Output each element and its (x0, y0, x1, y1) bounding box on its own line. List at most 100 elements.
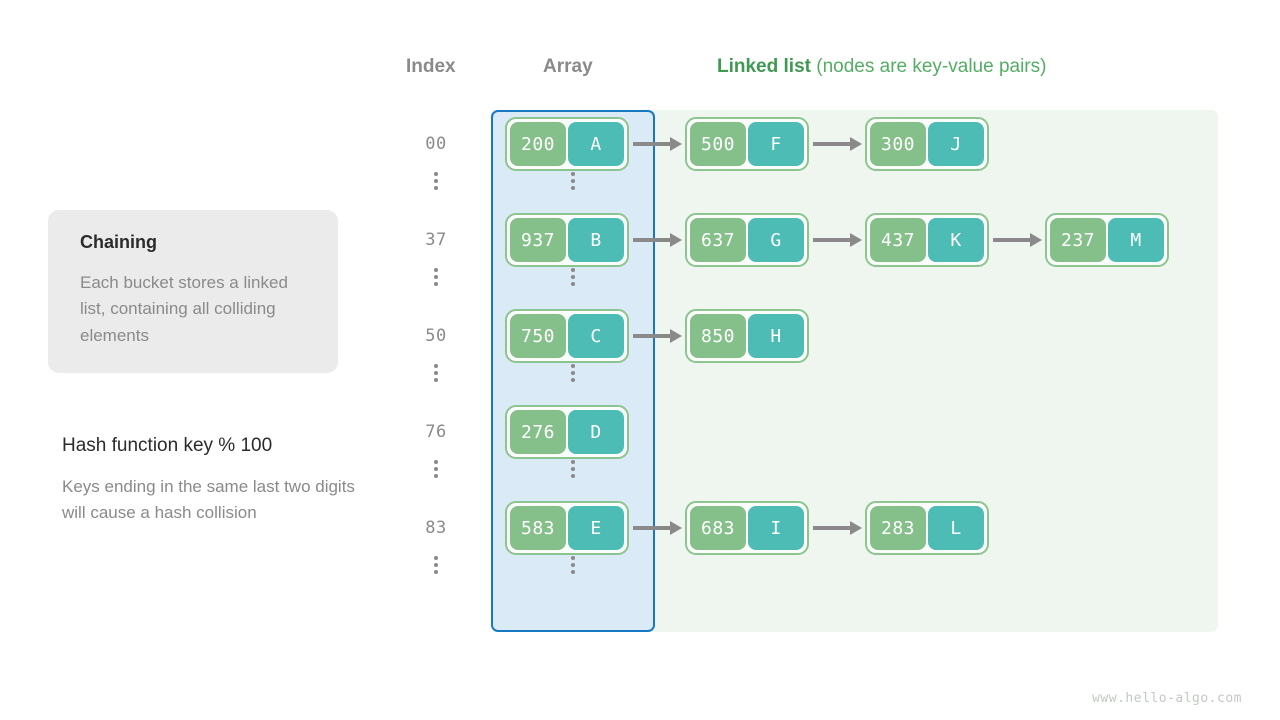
array-ellipsis (563, 268, 583, 286)
array-ellipsis (563, 556, 583, 574)
ellipsis-dot (571, 378, 575, 382)
header-linked-list: Linked list (nodes are key-value pairs) (717, 56, 1046, 78)
node-value: I (748, 506, 804, 550)
node-value: D (568, 410, 624, 454)
node-key: 683 (690, 506, 746, 550)
node-key: 583 (510, 506, 566, 550)
arrow-shaft (633, 238, 671, 242)
next-pointer-arrow-icon (629, 329, 685, 343)
node-value: C (568, 314, 624, 358)
arrow-head (670, 329, 682, 343)
ellipsis-dot (434, 364, 438, 368)
ellipsis-dot (571, 268, 575, 272)
ellipsis-dot (571, 556, 575, 560)
index-ellipsis (426, 364, 446, 382)
ellipsis-dot (434, 378, 438, 382)
header-linked-list-note: (nodes are key-value pairs) (810, 56, 1047, 77)
next-pointer-arrow-icon (629, 137, 685, 151)
header-index: Index (406, 56, 456, 77)
ellipsis-dot (571, 179, 575, 183)
ellipsis-row (0, 556, 1280, 590)
arrow-shaft (813, 238, 851, 242)
ellipsis-dot (434, 474, 438, 478)
arrow-head (850, 233, 862, 247)
ellipsis-dot (571, 570, 575, 574)
array-ellipsis (563, 364, 583, 382)
ellipsis-dot (434, 460, 438, 464)
node-key: 300 (870, 122, 926, 166)
ellipsis-dot (434, 268, 438, 272)
ellipsis-row (0, 364, 1280, 398)
ellipsis-dot (571, 282, 575, 286)
arrow-shaft (993, 238, 1031, 242)
arrow-shaft (633, 334, 671, 338)
ellipsis-dot (571, 371, 575, 375)
hash-function-note: Hash function key % 100 Keys ending in t… (62, 435, 362, 527)
node-value: M (1108, 218, 1164, 262)
node-value: L (928, 506, 984, 550)
bucket-index-label: 00 (425, 134, 447, 154)
ellipsis-dot (434, 570, 438, 574)
chaining-info-card: Chaining Each bucket stores a linked lis… (48, 210, 338, 374)
ellipsis-dot (434, 172, 438, 176)
node-value: E (568, 506, 624, 550)
bucket-index-label: 76 (425, 422, 447, 442)
node-key: 750 (510, 314, 566, 358)
node-key: 200 (510, 122, 566, 166)
chaining-card-body: Each bucket stores a linked list, contai… (80, 273, 288, 345)
next-pointer-arrow-icon (809, 137, 865, 151)
arrow-head (670, 137, 682, 151)
ellipsis-dot (434, 467, 438, 471)
arrow-shaft (633, 142, 671, 146)
node-key: 637 (690, 218, 746, 262)
ellipsis-dot (434, 275, 438, 279)
index-ellipsis (426, 172, 446, 190)
ellipsis-row (0, 268, 1280, 302)
next-pointer-arrow-icon (629, 521, 685, 535)
bucket-index-label: 83 (425, 518, 447, 538)
node-key: 850 (690, 314, 746, 358)
array-ellipsis (563, 172, 583, 190)
node-value: H (748, 314, 804, 358)
bucket-index-label: 37 (425, 230, 447, 250)
ellipsis-dot (434, 179, 438, 183)
index-ellipsis (426, 268, 446, 286)
array-ellipsis (563, 460, 583, 478)
node-key: 276 (510, 410, 566, 454)
ellipsis-dot (434, 556, 438, 560)
node-value: A (568, 122, 624, 166)
arrow-shaft (633, 526, 671, 530)
arrow-head (670, 521, 682, 535)
arrow-head (670, 233, 682, 247)
arrow-head (850, 137, 862, 151)
node-value: F (748, 122, 804, 166)
ellipsis-dot (571, 275, 575, 279)
ellipsis-dot (434, 371, 438, 375)
hash-function-title: Hash function key % 100 (62, 435, 273, 456)
hash-function-body: Keys ending in the same last two digits … (62, 477, 355, 523)
ellipsis-row (0, 460, 1280, 494)
node-key: 437 (870, 218, 926, 262)
chaining-card-title: Chaining (80, 232, 157, 252)
arrow-head (850, 521, 862, 535)
next-pointer-arrow-icon (629, 233, 685, 247)
node-key: 500 (690, 122, 746, 166)
next-pointer-arrow-icon (989, 233, 1045, 247)
node-value: B (568, 218, 624, 262)
node-value: J (928, 122, 984, 166)
ellipsis-dot (571, 460, 575, 464)
